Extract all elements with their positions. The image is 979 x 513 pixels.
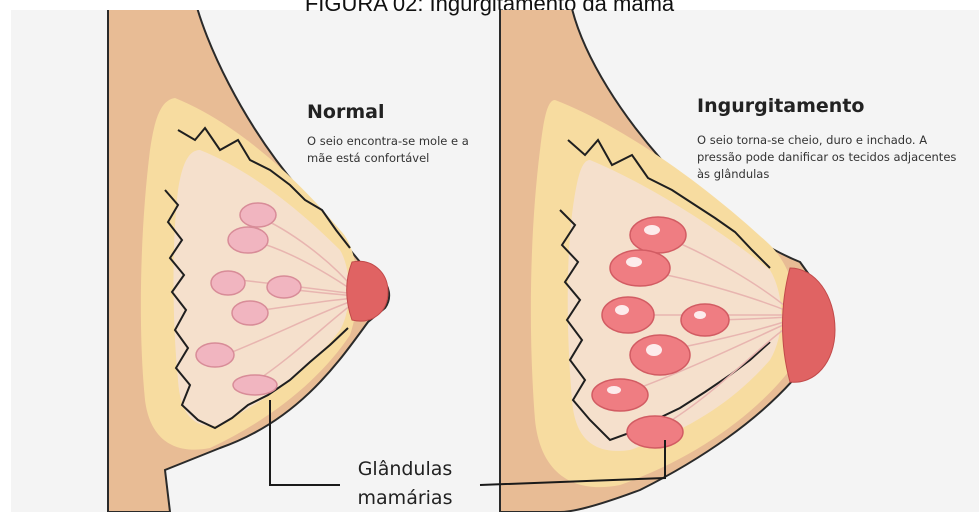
engorged-breast — [500, 0, 835, 512]
normal-title: Normal — [307, 101, 384, 123]
mammary-glands-label: Glândulas mamárias — [340, 455, 470, 513]
engorged-description: O seio torna-se cheio, duro e inchado. A… — [697, 132, 962, 183]
normal-breast — [108, 0, 389, 512]
normal-description: O seio encontra-se mole e a mãe está con… — [307, 133, 482, 167]
engorged-title: Ingurgitamento — [697, 95, 864, 117]
normal-nipple — [347, 261, 388, 321]
engorged-nipple — [783, 268, 836, 382]
